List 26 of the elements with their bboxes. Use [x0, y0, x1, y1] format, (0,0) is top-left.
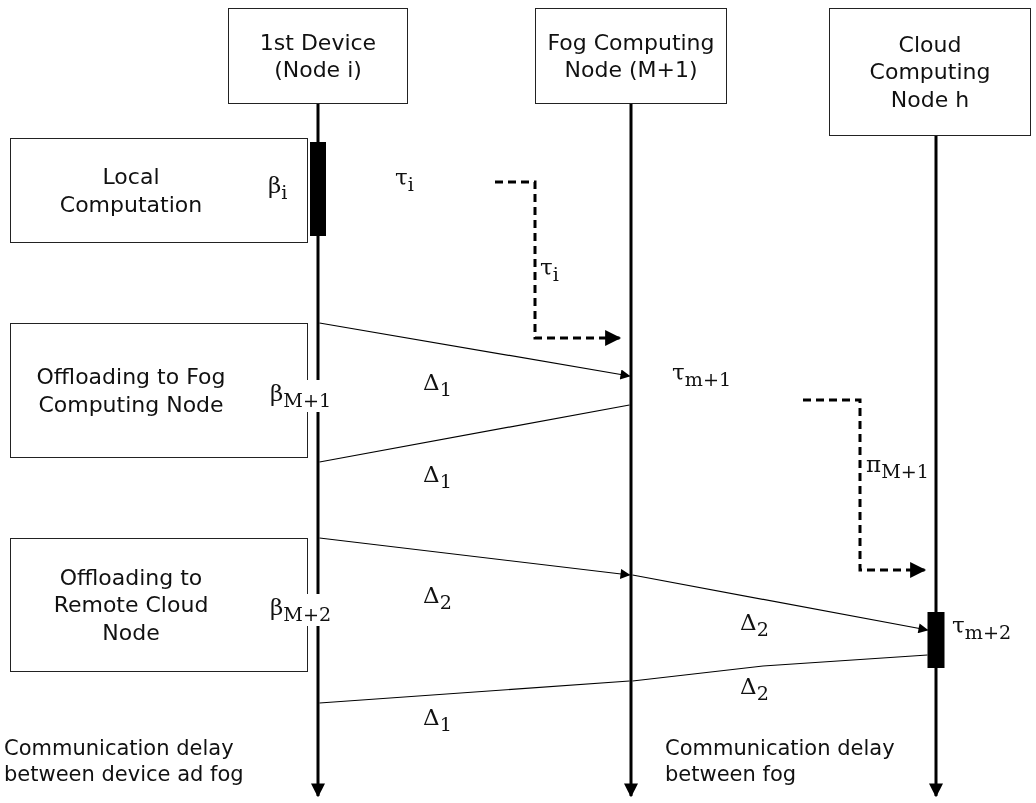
math-label: Δ$_{1}$: [423, 705, 452, 735]
math-label: Δ$_{1}$: [423, 462, 452, 492]
note-text: Communication delay between device ad fog: [4, 735, 245, 788]
math-label: Δ$_{1}$: [423, 370, 452, 400]
message-arrow: [318, 322, 631, 380]
math-label: Δ$_{2}$: [740, 610, 769, 640]
message-arrow: [318, 537, 631, 579]
math-label: Δ$_{2}$: [423, 583, 452, 613]
lifeline-header-box: Cloud Computing Node h: [829, 8, 1031, 136]
lifeline-header-box: Fog Computing Node (M+1): [535, 8, 727, 104]
message-line: [631, 654, 929, 682]
lifeline-header-box: 1st Device (Node i): [228, 8, 408, 104]
message-line: [318, 680, 631, 704]
timeline-arrow: [622, 104, 640, 797]
math-label: β$_{M+1}$: [270, 380, 332, 412]
math-label: τ$_{m+1}$: [672, 360, 732, 390]
note-text: Communication delay between fog: [665, 735, 896, 788]
message-line: [318, 404, 631, 463]
math-label: Δ$_{2}$: [740, 674, 769, 704]
message-arrow: [631, 574, 929, 634]
timeline-arrow: [927, 136, 945, 797]
math-label: τ$_{i}$: [395, 165, 414, 195]
math-label: τ$_{m+2}$: [952, 613, 1012, 643]
math-label: β$_{M+2}$: [270, 594, 332, 626]
dashed-arrow: [495, 180, 622, 346]
dashed-arrow: [803, 398, 927, 578]
